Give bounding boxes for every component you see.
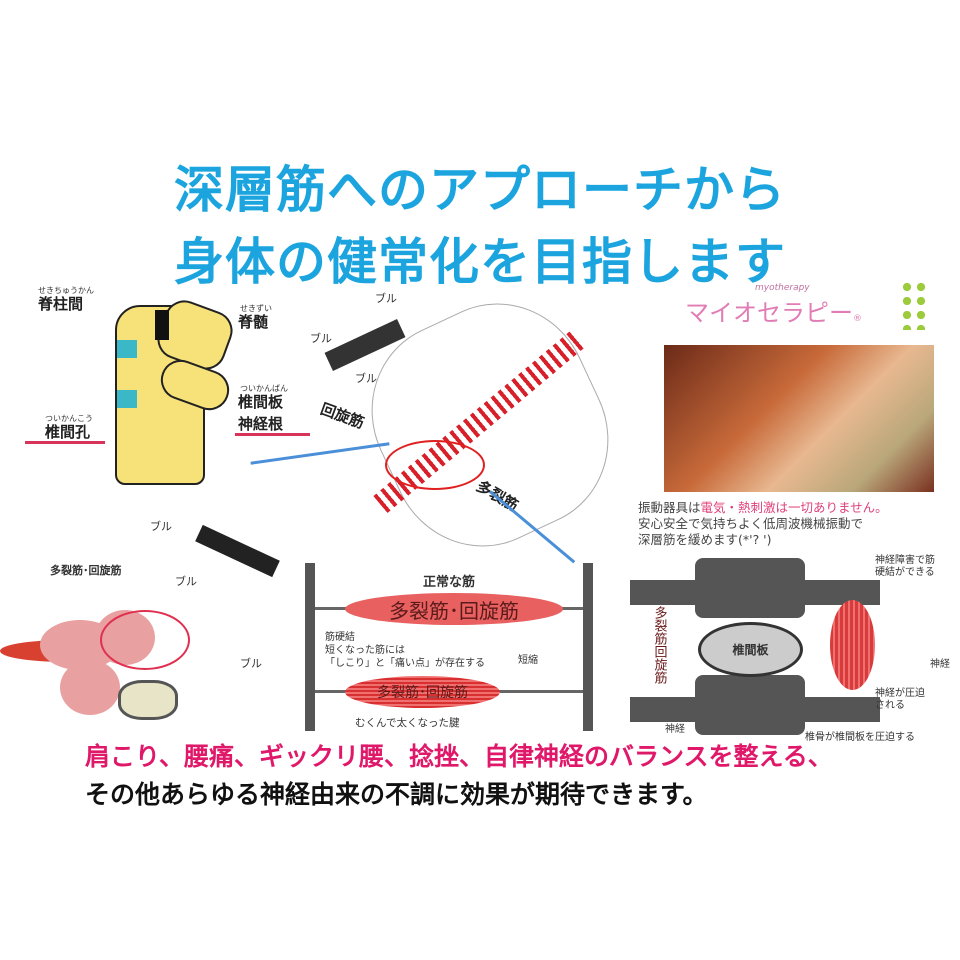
nerve-label: 神経 [665, 724, 685, 735]
disc-blue [117, 340, 137, 358]
tendon-label: むくんで太くなった腱 [355, 717, 460, 729]
notice-text-b: 電気・熱刺激は一切ありません。 [700, 500, 888, 515]
label-nerve-root: 神経根 [238, 415, 284, 433]
muscle-pink [60, 660, 120, 715]
footer-line1: 肩こり、腰痛、ギックリ腰、捻挫、自律神経のバランスを整える、 [85, 742, 833, 771]
vertebra-bottom [695, 675, 805, 735]
highlight-circle [385, 440, 485, 490]
vertebra-label: 椎骨が椎間板を圧迫する [805, 732, 915, 743]
label-spinal-cord: 脊髄 [238, 313, 269, 331]
note-line: 「しこり」と「痛い点」が存在する [325, 658, 485, 669]
normal-muscle: 多裂筋･回旋筋 [345, 593, 563, 625]
vertebral-body [118, 680, 178, 720]
highlight-circle [100, 610, 190, 670]
disc-blue [117, 390, 137, 408]
knot-label: 神経障害で筋硬結ができる [875, 555, 935, 578]
headline-line1: 深層筋へのアプローチから [174, 160, 786, 219]
compressed-label: 神経が圧迫される [875, 688, 925, 711]
underline [235, 433, 310, 436]
label-foramen: 椎間孔 [45, 423, 91, 441]
bone-left [305, 563, 315, 731]
label-disc: 椎間板 [238, 393, 284, 411]
brand-sub: myotherapy [755, 283, 810, 293]
disc-diagram: 椎間板 多裂筋回旋筋 神経障害で筋硬結ができる 神経 神経が圧迫される 神経 椎… [620, 550, 960, 745]
notice-line2: 安心安全で気持ちよく低周波機械振動で [638, 516, 864, 531]
label-rotator: 回旋筋 [318, 399, 367, 433]
footer-line2: その他あらゆる神経由来の不調に効果が期待できます。 [85, 780, 708, 809]
label-multifidus-rotator: 多裂筋･回旋筋 [50, 564, 122, 577]
label-ruby: せきちゅうかん [38, 286, 94, 295]
vibration-text: ブル [355, 372, 377, 385]
label-ruby: ついかんばん [240, 384, 288, 393]
vibration-text: ブル [375, 292, 397, 305]
massage-photo [664, 345, 934, 492]
notice-text: 振動器具は電気・熱刺激は一切ありません。 安心安全で気持ちよく低周波機械振動で … [638, 500, 888, 548]
note-line: 短くなった筋には [325, 645, 405, 656]
knotted-muscle [830, 600, 875, 690]
label-ruby: ついかんこう [45, 414, 93, 423]
vibration-text: ブル [310, 332, 332, 345]
brand-mark: ® [853, 314, 862, 324]
note-line: 筋硬結 [325, 632, 355, 643]
shortened-muscle: 多裂筋･回旋筋 [345, 676, 500, 708]
back-vibration-illustration: ブル ブル ブル 回旋筋 多裂筋 [250, 274, 639, 576]
notice-line3: 深層筋を緩めます(*'? ') [638, 532, 772, 547]
headline-line2: 身体の健常化を目指します [174, 232, 786, 291]
vibration-device [195, 524, 280, 578]
leaf-icon [900, 280, 930, 330]
spinal-cord [155, 310, 169, 340]
brand-name: マイオセラピー [685, 299, 853, 327]
nerve-label: 神経 [930, 659, 950, 670]
normal-muscle-title: 正常な筋 [422, 575, 475, 590]
bone-right [583, 563, 593, 731]
multifidus-muscle: 多裂筋回旋筋 [651, 606, 667, 684]
brand-logo: マイオセラピー® [685, 293, 862, 328]
vibration-text: ブル [240, 657, 262, 670]
muscle-diagram: 正常な筋 多裂筋･回旋筋 多裂筋･回旋筋 筋硬結 短くなった筋には 「しこり」と… [305, 563, 595, 733]
spine-illustration: せきちゅうかん 脊柱間 せきずい 脊髄 ついかんばん 椎間板 ついかんこう 椎間… [0, 285, 310, 485]
label-spinal-canal: 脊柱間 [38, 295, 84, 313]
vertebra-top [695, 558, 805, 618]
label-ruby: せきずい [240, 304, 272, 313]
vibration-text: ブル [150, 520, 172, 533]
knot-note: 筋硬結 短くなった筋には 「しこり」と「痛い点」が存在する [325, 631, 485, 670]
notice-text-a: 振動器具は [638, 500, 701, 515]
shortening-label: 短縮 [518, 655, 538, 666]
vibration-text: ブル [175, 575, 197, 588]
disc-label: 椎間板 [698, 622, 803, 677]
underline [25, 441, 105, 444]
vertebra-cross-section: 多裂筋･回旋筋 ブル ブル ブル [0, 510, 300, 725]
